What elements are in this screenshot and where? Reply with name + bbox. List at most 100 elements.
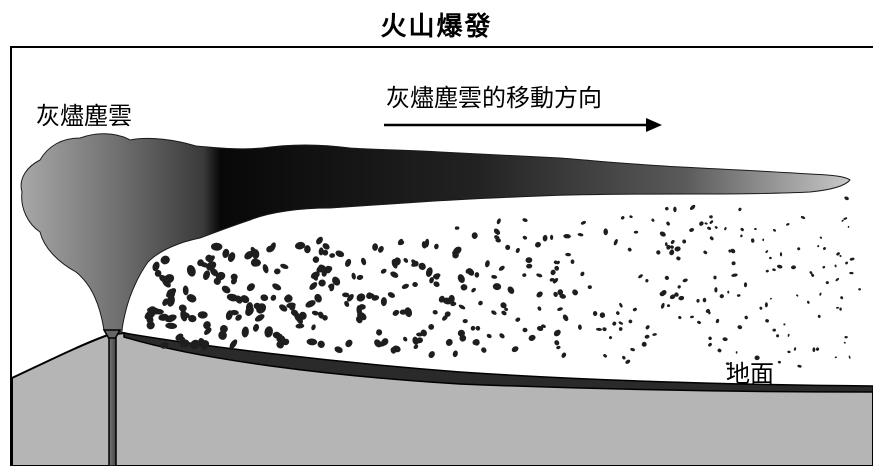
ash-particle	[252, 323, 260, 332]
ash-particle	[602, 327, 607, 332]
ash-particle	[294, 241, 306, 250]
ash-particle	[717, 348, 722, 353]
ash-particle	[507, 286, 515, 294]
ash-particle	[669, 249, 675, 256]
ash-particle	[428, 351, 435, 359]
ash-particle	[254, 314, 265, 322]
ash-particle	[421, 241, 427, 249]
ash-particle	[731, 261, 736, 266]
ash-particle	[553, 329, 561, 337]
ash-particle	[290, 309, 299, 316]
ash-particle	[381, 338, 389, 346]
ash-particle	[608, 336, 613, 340]
ash-particle	[491, 310, 497, 315]
ash-particle	[613, 239, 618, 246]
ash-particle	[401, 283, 410, 289]
ash-particle	[769, 297, 772, 300]
ash-particle	[329, 253, 336, 258]
ash-particle	[673, 206, 677, 213]
ash-particle	[772, 328, 776, 332]
ash-particle	[221, 285, 231, 294]
ash-particle	[322, 315, 328, 321]
ash-particle	[210, 268, 219, 277]
ash-particle	[737, 325, 743, 330]
ash-particle	[526, 263, 533, 269]
ash-particle	[714, 226, 718, 229]
ash-particle	[272, 283, 282, 291]
ash-particle	[380, 297, 387, 307]
ash-particle	[572, 289, 579, 296]
ash-particle	[227, 252, 236, 263]
ash-particle	[556, 260, 560, 265]
ash-particle	[345, 258, 352, 267]
diagram-title: 火山爆發	[380, 12, 493, 42]
ash-particle	[552, 277, 559, 284]
ash-particle	[309, 282, 318, 290]
ash-particle	[750, 238, 755, 243]
ash-particle	[665, 206, 669, 211]
ash-particle	[682, 278, 688, 283]
ash-particle	[690, 315, 694, 319]
ash-particle	[836, 252, 840, 256]
ash-particle	[570, 259, 575, 264]
ash-particle	[528, 334, 536, 341]
ash-particle	[244, 250, 254, 260]
ash-particle	[743, 282, 748, 288]
ash-particle	[834, 356, 837, 359]
ash-particle	[433, 273, 440, 280]
ash-particle	[645, 279, 649, 283]
ash-particle	[839, 307, 842, 311]
ash-particle	[457, 329, 465, 337]
ash-particle	[458, 304, 466, 310]
ash-particle	[250, 258, 259, 267]
ash-particle	[812, 347, 816, 352]
ash-particle	[345, 339, 353, 348]
ash-particle	[822, 265, 826, 269]
ash-particle	[485, 260, 490, 268]
ash-particle	[203, 321, 211, 330]
ash-particle	[322, 249, 329, 256]
ash-particle	[844, 196, 849, 201]
ash-particle	[318, 247, 324, 256]
ash-particle	[554, 340, 560, 346]
ash-particle	[641, 341, 647, 347]
ash-particle	[809, 271, 813, 275]
ash-particle	[474, 272, 480, 278]
ash-particle	[738, 207, 742, 212]
ash-particle	[731, 273, 738, 277]
ash-particle	[562, 314, 569, 322]
ash-particle	[152, 308, 164, 315]
ash-particle	[664, 242, 668, 247]
ash-particle	[222, 248, 230, 259]
ash-particle	[412, 281, 418, 288]
ash-particle	[246, 283, 255, 292]
ash-particle	[656, 250, 661, 255]
ash-particle	[411, 259, 417, 266]
ash-particle	[260, 294, 269, 302]
ash-particle	[797, 364, 802, 368]
ash-particle	[772, 228, 777, 232]
ash-particle	[638, 274, 643, 279]
ash-particle	[501, 310, 507, 316]
ash-particle	[817, 245, 820, 248]
ash-particle	[251, 249, 260, 259]
ash-particle	[270, 294, 277, 301]
ash-particle	[197, 311, 208, 319]
ash-particle	[628, 319, 633, 324]
ash-particle	[264, 326, 273, 338]
ash-particle	[689, 204, 696, 211]
ash-particle	[841, 219, 844, 222]
ash-particle	[849, 257, 855, 261]
ash-particle	[416, 332, 423, 337]
ash-particle	[511, 346, 519, 353]
ash-particle	[660, 290, 667, 296]
ash-particle	[728, 249, 732, 253]
ash-particle	[219, 324, 228, 333]
ash-particle	[815, 347, 820, 351]
ash-particle	[256, 303, 267, 314]
ash-particle	[618, 321, 624, 325]
ash-particle	[800, 215, 806, 220]
ash-particle	[682, 239, 687, 244]
ash-particle	[515, 317, 521, 322]
ash-particle	[762, 238, 765, 242]
